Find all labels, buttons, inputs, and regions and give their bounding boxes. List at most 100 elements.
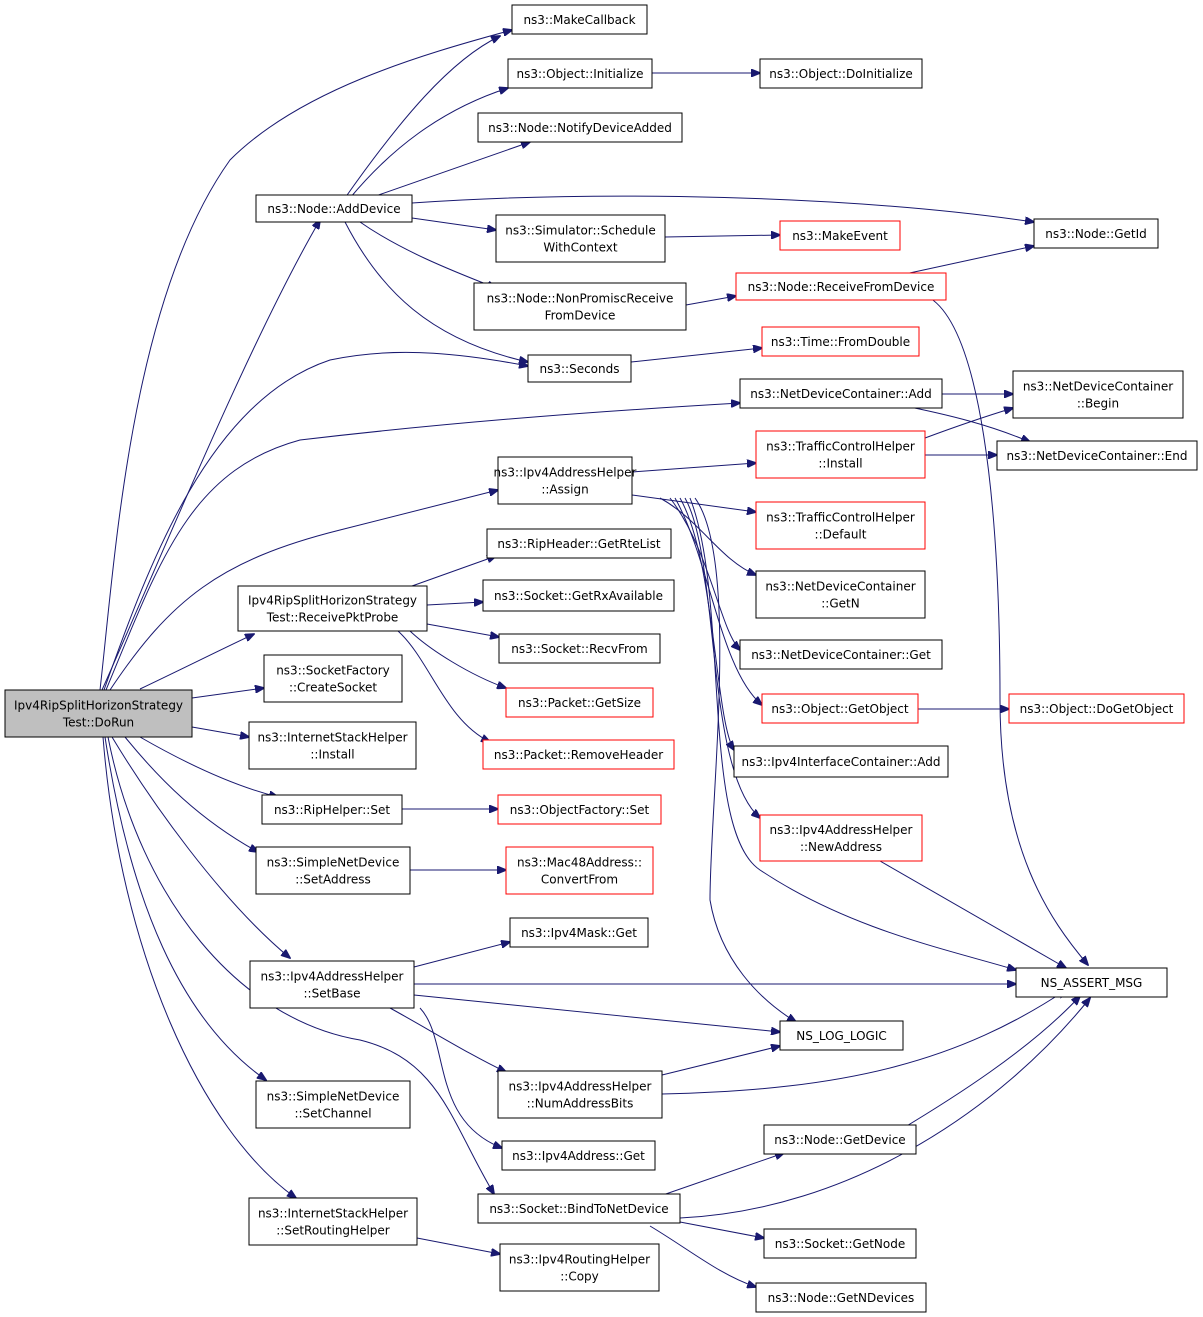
node-label: NS_LOG_LOGIC [796, 1029, 887, 1043]
node-recvprobe[interactable]: Ipv4RipSplitHorizonStrategyTest::Receive… [237, 585, 428, 632]
node-ipv4ah-setbase[interactable]: ns3::Ipv4AddressHelper::SetBase [249, 960, 415, 1009]
node-tch-install[interactable]: ns3::TrafficControlHelper::Install [755, 430, 926, 479]
node-ndc-get[interactable]: ns3::NetDeviceContainer::Get [739, 639, 943, 670]
node-pkt-getsize[interactable]: ns3::Packet::GetSize [505, 687, 654, 718]
node-node-notify[interactable]: ns3::Node::NotifyDeviceAdded [477, 112, 683, 143]
node-ndc-end[interactable]: ns3::NetDeviceContainer::End [996, 440, 1198, 471]
node-label: ::CreateSocket [289, 681, 377, 695]
node-ipv4ah-numbits[interactable]: ns3::Ipv4AddressHelper::NumAddressBits [497, 1070, 663, 1119]
node-rip-getrte[interactable]: ns3::RipHeader::GetRteList [486, 528, 672, 559]
node-label: ::SetAddress [295, 873, 371, 887]
node-label: Test::ReceivePktProbe [266, 611, 399, 625]
node-label: ns3::Object::DoGetObject [1020, 702, 1174, 716]
node-label: ConvertFrom [541, 873, 618, 887]
node-snd-setchan[interactable]: ns3::SimpleNetDevice::SetChannel [255, 1080, 411, 1129]
node-time-fromdouble[interactable]: ns3::Time::FromDouble [761, 326, 920, 357]
node-obj-doinit[interactable]: ns3::Object::DoInitialize [759, 58, 923, 89]
node-pkt-remhdr[interactable]: ns3::Packet::RemoveHeader [482, 739, 675, 770]
node-node-getid[interactable]: ns3::Node::GetId [1033, 218, 1159, 249]
node-riphelper-set[interactable]: ns3::RipHelper::Set [261, 794, 403, 825]
node-ndc-getn[interactable]: ns3::NetDeviceContainer::GetN [755, 570, 926, 619]
node-ns-assert[interactable]: NS_ASSERT_MSG [1015, 967, 1168, 998]
node-label: ns3::TrafficControlHelper [766, 440, 915, 454]
node-node-getndev[interactable]: ns3::Node::GetNDevices [755, 1282, 927, 1313]
node-ipv4ic-add[interactable]: ns3::Ipv4InterfaceContainer::Add [733, 745, 949, 778]
edge [101, 220, 320, 691]
node-obj-init[interactable]: ns3::Object::Initialize [507, 58, 653, 89]
node-label: ::SetRoutingHelper [276, 1224, 390, 1238]
node-tch-default[interactable]: ns3::TrafficControlHelper::Default [755, 501, 926, 550]
node-makeevent[interactable]: ns3::MakeEvent [779, 220, 901, 251]
edge [397, 630, 490, 742]
node-label: ns3::Packet::RemoveHeader [494, 748, 663, 762]
node-node-recvfrom[interactable]: ns3::Node::ReceiveFromDevice [735, 272, 947, 301]
edge [630, 348, 762, 363]
node-label: FromDevice [545, 309, 616, 323]
edge [929, 297, 1088, 965]
edge [904, 246, 1034, 275]
node-label: ns3::Node::AddDevice [267, 202, 400, 216]
node-box [509, 917, 649, 948]
node-label: ns3::MakeEvent [792, 229, 888, 243]
node-label: ns3::Ipv4Address::Get [512, 1149, 645, 1163]
node-snd-setaddr[interactable]: ns3::SimpleNetDevice::SetAddress [255, 846, 411, 895]
edge [111, 736, 290, 958]
node-box [763, 1124, 917, 1155]
node-sock-getrx[interactable]: ns3::Socket::GetRxAvailable [482, 579, 675, 612]
node-ipv4ah-assign[interactable]: ns3::Ipv4AddressHelper::Assign [494, 456, 637, 505]
node-box [497, 794, 662, 825]
node-box [527, 354, 632, 383]
node-label: ns3::Simulator::Schedule [505, 224, 656, 238]
node-ipv4ah-newaddr[interactable]: ns3::Ipv4AddressHelper::NewAddress [759, 814, 923, 862]
node-label: Test::DoRun [62, 716, 134, 730]
node-makecallback[interactable]: ns3::MakeCallback [511, 4, 648, 35]
node-box [498, 633, 661, 664]
node-ns-log[interactable]: NS_LOG_LOGIC [779, 1020, 904, 1051]
node-ndc-begin[interactable]: ns3::NetDeviceContainer::Begin [1012, 370, 1184, 419]
node-ish-setrouting[interactable]: ns3::InternetStackHelper::SetRoutingHelp… [248, 1197, 418, 1246]
node-obj-dogetobj[interactable]: ns3::Object::DoGetObject [1008, 693, 1185, 724]
node-sock-recvfrom[interactable]: ns3::Socket::RecvFrom [498, 633, 661, 664]
node-label: ::Install [818, 457, 862, 471]
node-ipv4mask-get[interactable]: ns3::Ipv4Mask::Get [509, 917, 649, 948]
node-label: Ipv4RipSplitHorizonStrategy [14, 699, 183, 713]
node-box [249, 960, 415, 1009]
node-sock-bind[interactable]: ns3::Socket::BindToNetDevice [477, 1193, 681, 1224]
edge [631, 494, 756, 512]
node-objfact-set[interactable]: ns3::ObjectFactory::Set [497, 794, 662, 825]
node-ipv4addr-get[interactable]: ns3::Ipv4Address::Get [501, 1140, 656, 1171]
node-box [779, 220, 901, 251]
node-ndc-add[interactable]: ns3::NetDeviceContainer::Add [739, 378, 943, 409]
node-sock-getnode[interactable]: ns3::Socket::GetNode [763, 1228, 917, 1259]
edge [389, 1007, 506, 1072]
node-box [499, 1243, 660, 1292]
node-box [477, 1193, 681, 1224]
edge [689, 497, 1016, 970]
node-ish-install[interactable]: ns3::InternetStackHelper::Install [248, 721, 417, 770]
node-box [505, 687, 654, 718]
node-mac48-conv[interactable]: ns3::Mac48Address::ConvertFrom [505, 846, 654, 895]
node-ipv4rh-copy[interactable]: ns3::Ipv4RoutingHelper::Copy [499, 1243, 660, 1292]
node-label: ns3::NetDeviceContainer [765, 580, 915, 594]
edge [124, 736, 258, 852]
node-box [486, 528, 672, 559]
node-label: ::Install [310, 748, 354, 762]
edge [669, 497, 740, 650]
node-label: ::SetBase [303, 987, 360, 1001]
node-label: ns3::NetDeviceContainer::Get [751, 648, 931, 662]
node-node-adddev[interactable]: ns3::Node::AddDevice [255, 194, 413, 223]
node-label: ns3::Ipv4Mask::Get [521, 926, 637, 940]
node-box [735, 272, 947, 301]
node-sockfact-create[interactable]: ns3::SocketFactory::CreateSocket [263, 654, 403, 703]
edge [191, 688, 264, 699]
node-node-getdev[interactable]: ns3::Node::GetDevice [763, 1124, 917, 1155]
node-label: NS_ASSERT_MSG [1041, 976, 1143, 990]
node-label: ::NewAddress [800, 840, 882, 854]
node-obj-getobj[interactable]: ns3::Object::GetObject [761, 693, 919, 724]
node-seconds[interactable]: ns3::Seconds [527, 354, 632, 383]
node-box [739, 378, 943, 409]
node-label: ns3::Ipv4AddressHelper [494, 466, 637, 480]
